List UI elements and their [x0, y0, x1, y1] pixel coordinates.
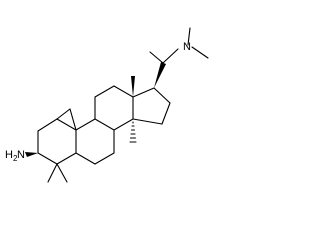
amine-n-label: N — [17, 149, 25, 161]
ring-d — [132, 87, 171, 125]
bond — [75, 118, 96, 131]
bond — [37, 152, 58, 165]
bond — [191, 46, 209, 59]
bond — [56, 108, 71, 120]
dimethylamino-n-label: N — [183, 41, 191, 53]
ring-b — [75, 118, 115, 165]
cyclopropane-bridge — [56, 108, 77, 131]
bond — [113, 85, 134, 98]
bond — [187, 27, 191, 46]
sidechain-wedge — [154, 62, 166, 88]
ring-a — [37, 118, 77, 165]
amine-wedge — [25, 152, 38, 157]
methyl-hash — [129, 121, 137, 143]
bond — [75, 152, 96, 165]
bond — [56, 152, 77, 165]
bond — [56, 163, 68, 183]
gem-dimethyl — [47, 163, 68, 183]
amine-h-label: H — [5, 149, 13, 161]
side-chain — [149, 27, 209, 64]
ring-c — [94, 85, 134, 131]
amine-subscript-label: 2 — [13, 154, 18, 163]
bond — [161, 102, 171, 125]
bond — [94, 118, 115, 131]
molecule-drawing: N H 2 N — [5, 27, 209, 183]
bond — [69, 108, 77, 131]
bond — [94, 85, 115, 98]
bond — [149, 51, 164, 64]
bond — [37, 118, 58, 132]
methyl-wedge — [131, 76, 135, 97]
bond — [132, 87, 155, 98]
bond — [94, 152, 115, 165]
bond — [153, 87, 171, 104]
bond — [162, 48, 179, 64]
bond — [47, 163, 58, 183]
structure-canvas: N H 2 N — [5, 27, 209, 183]
bond — [113, 118, 134, 131]
bond — [56, 118, 77, 131]
bond — [132, 118, 163, 125]
